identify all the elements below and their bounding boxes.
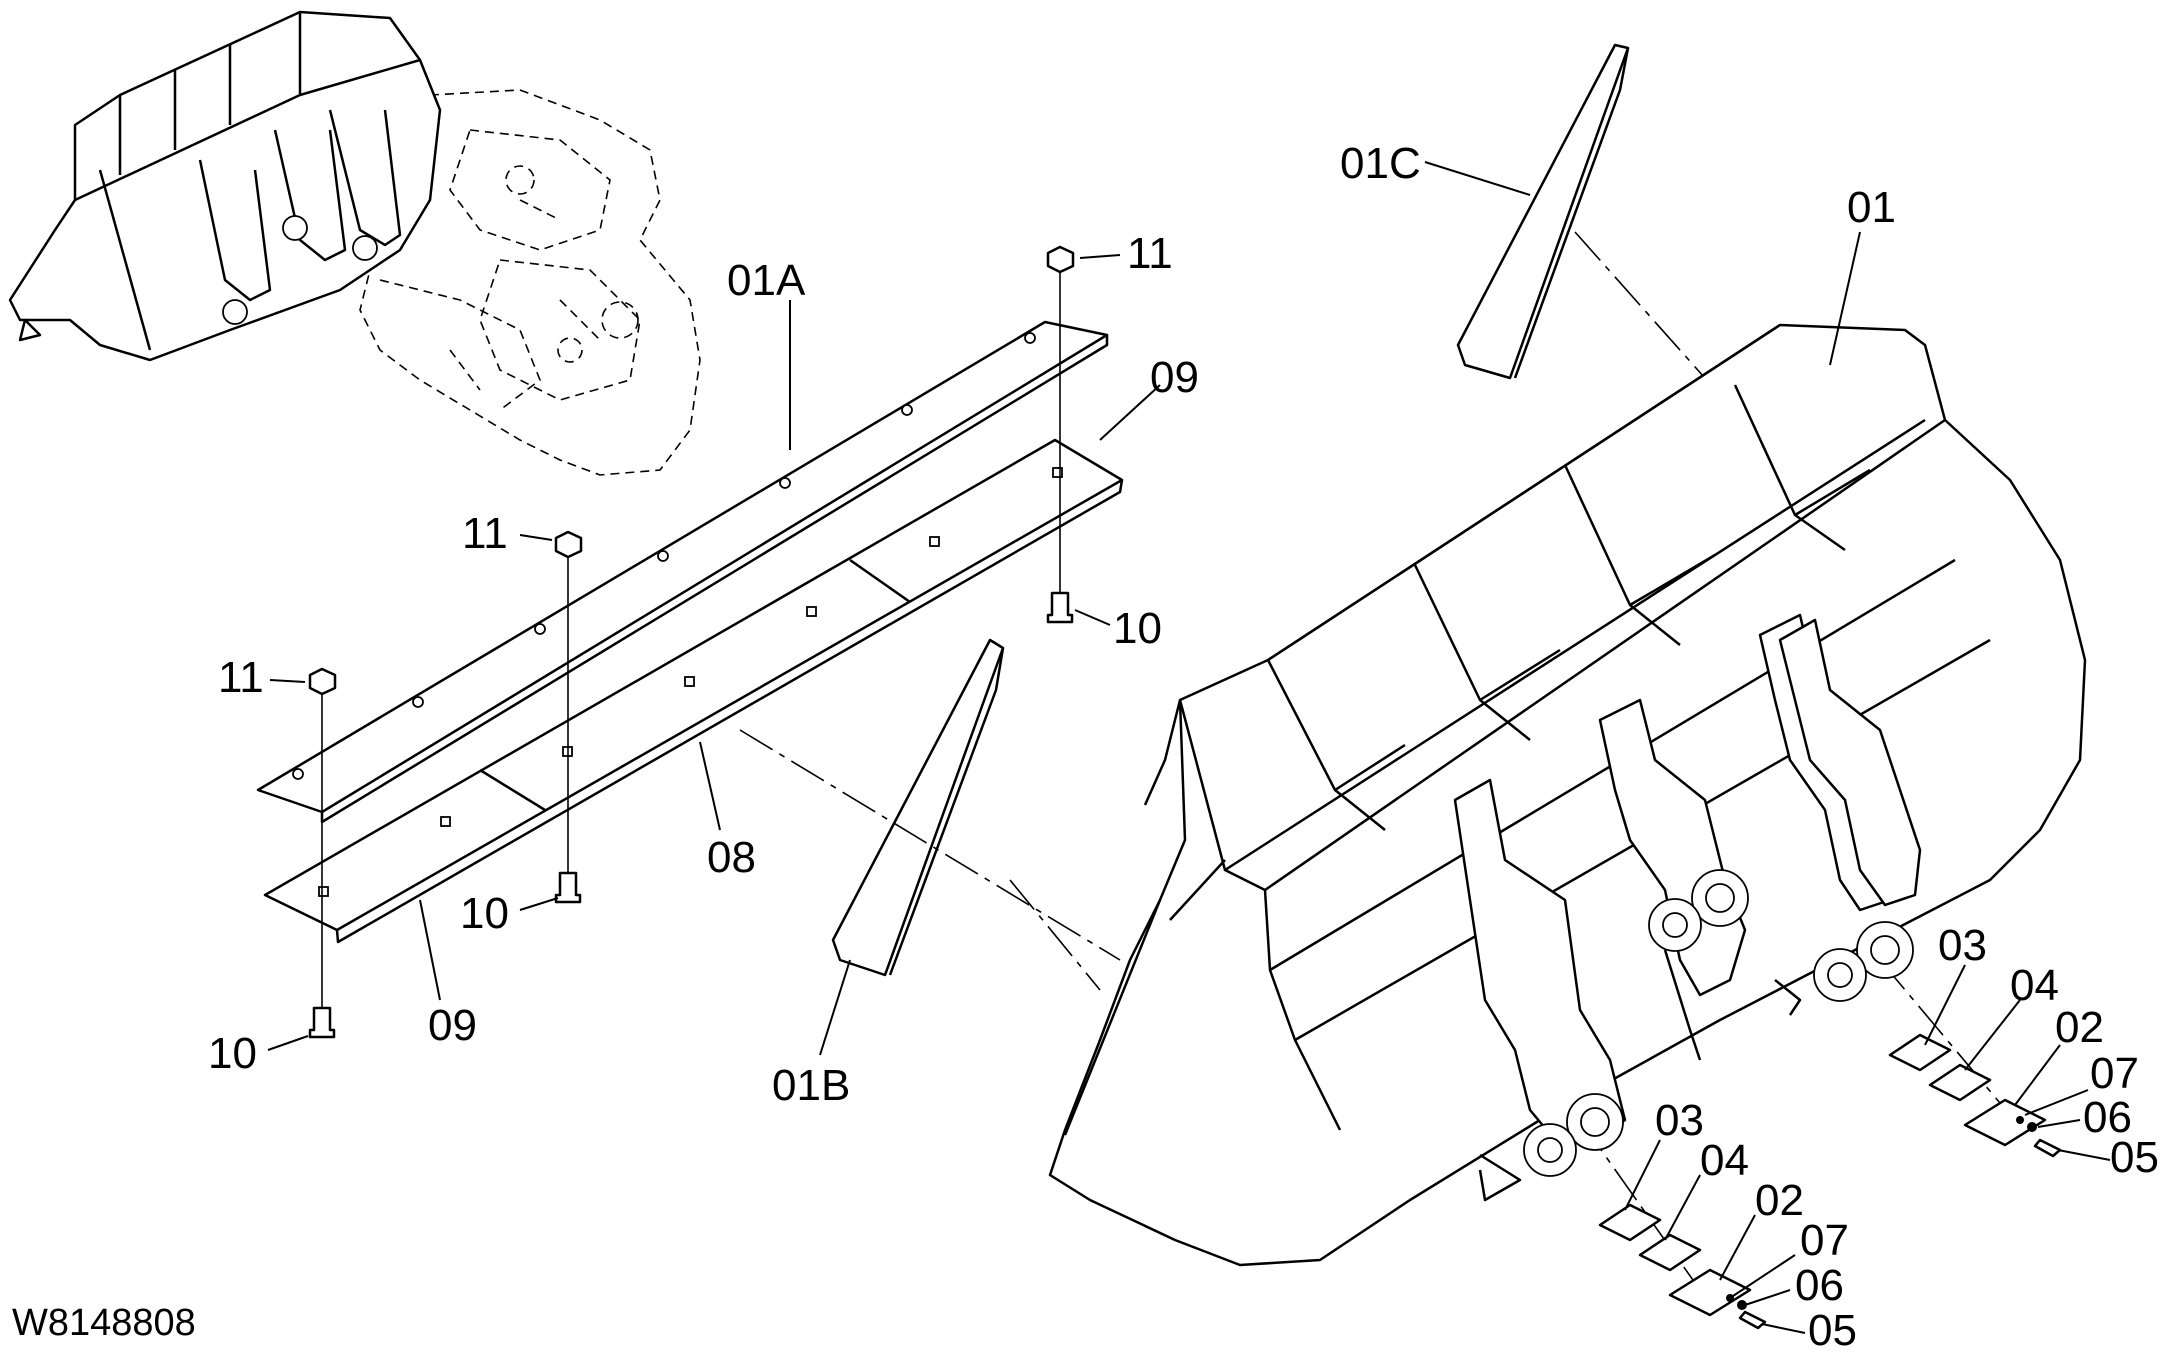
- pin-hardware-set-lower: [1598, 1203, 1767, 1330]
- label-04: 04: [1700, 1136, 1749, 1185]
- label-10: 10: [1113, 604, 1162, 653]
- nut-11-parts: [308, 245, 1075, 696]
- label-07: 07: [1800, 1216, 1849, 1265]
- part-08-09-segmented-edge: [263, 438, 1124, 944]
- label-05: 05: [1808, 1306, 1857, 1355]
- cutting-edge-bolt-holes: [292, 332, 1036, 780]
- label-01C: 01C: [1340, 139, 1421, 188]
- label-09: 09: [428, 1001, 477, 1050]
- drawing-code: W8148808: [12, 1302, 196, 1344]
- label-01: 01: [1847, 183, 1896, 232]
- part-01-bucket: [1048, 323, 2087, 1267]
- label-07: 07: [2090, 1049, 2139, 1098]
- label-06: 06: [1795, 1261, 1844, 1310]
- part-labels: 01C 01 01A 11 09 11 10 11 08 10 09 10 01…: [208, 139, 2159, 1355]
- part-01C-side-edge: [1456, 43, 1630, 380]
- label-10: 10: [208, 1029, 257, 1078]
- label-06: 06: [2083, 1093, 2132, 1142]
- label-03: 03: [1655, 1096, 1704, 1145]
- label-02: 02: [1755, 1176, 1804, 1225]
- label-05: 05: [2110, 1133, 2159, 1182]
- label-11: 11: [462, 509, 508, 558]
- pin-hardware-set-right: [1888, 1033, 2062, 1158]
- label-11: 11: [1127, 229, 1173, 278]
- label-03: 03: [1938, 921, 1987, 970]
- part-01B-side-edge: [831, 638, 1005, 977]
- label-01A: 01A: [727, 256, 806, 305]
- label-02: 02: [2055, 1003, 2104, 1052]
- bolt-alignment-lines: [321, 268, 1061, 1020]
- label-09: 09: [1150, 353, 1199, 402]
- bolt-10-parts: [308, 591, 1074, 1039]
- label-08: 08: [707, 833, 756, 882]
- leader-lines: [267, 161, 2111, 1334]
- label-11: 11: [218, 653, 264, 702]
- inset-loader-bucket-view: [8, 10, 701, 476]
- label-04: 04: [2010, 961, 2059, 1010]
- label-10: 10: [460, 889, 509, 938]
- part-01A-cutting-edge: [256, 320, 1109, 824]
- label-01B: 01B: [772, 1061, 850, 1110]
